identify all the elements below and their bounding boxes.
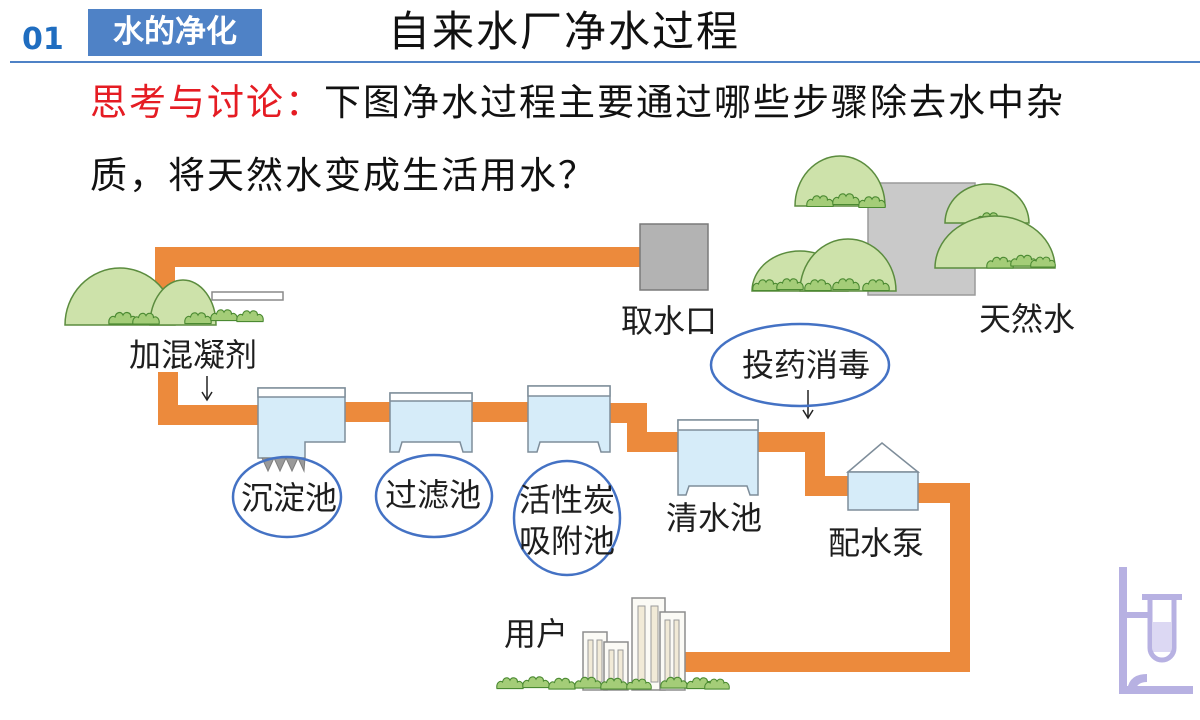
clear-water-tank [677, 419, 759, 496]
label-water-intake: 取水口 [621, 302, 717, 340]
section-badge: 水的净化 [88, 9, 262, 56]
hill [944, 183, 1030, 224]
building-window [673, 619, 680, 683]
label-sedimentation-tank: 沉淀池 [241, 479, 337, 517]
filter-tank [389, 392, 473, 453]
bush [548, 677, 576, 690]
lab-stand-foot [1127, 674, 1147, 694]
lab-stand-base [1119, 686, 1193, 694]
lab-stand-clamp [1127, 612, 1149, 618]
arrow-head [201, 391, 213, 402]
question-label: 思考与讨论： [90, 81, 324, 124]
label-filter-tank: 过滤池 [385, 476, 481, 514]
pump-house-roof [845, 442, 921, 473]
hill [794, 155, 886, 207]
test-tube-icon [1147, 598, 1177, 663]
building-window [637, 605, 646, 683]
label-natural-water: 天然水 [979, 300, 1075, 338]
bush [522, 676, 550, 689]
hill [934, 215, 1056, 269]
page-title: 自来水厂净水过程 [388, 7, 741, 56]
highlight-ellipse-sedimentation [231, 455, 343, 539]
question-line-2: 质，将天然水变成生活用水？ [90, 154, 597, 197]
tank-rim [389, 392, 473, 402]
label-coagulant: 加混凝剂 [129, 336, 257, 374]
activated-carbon-tank [527, 385, 611, 453]
label-activated-carbon-line-2: 吸附池 [519, 522, 615, 560]
building-window [650, 605, 659, 683]
bush [704, 678, 730, 690]
lab-stand-post [1119, 567, 1127, 694]
tank-rim [677, 419, 759, 431]
label-disinfection: 投药消毒 [742, 346, 870, 384]
tank-rim [257, 387, 346, 398]
label-clear-water-tank: 清水池 [666, 499, 762, 537]
pipe-carbon-to-clear-water [608, 403, 680, 452]
pipe-pump-to-users [684, 483, 970, 672]
coagulant-dosing-platform [211, 291, 284, 301]
label-users: 用户 [504, 615, 568, 653]
arrow-down-icon [802, 390, 814, 420]
label-activated-carbon-line-1: 活性炭 [519, 481, 615, 519]
bush [496, 677, 524, 690]
header-divider [10, 61, 1200, 63]
question-line-1: 思考与讨论：下图净水过程主要通过哪些步骤除去水中杂 [90, 81, 1065, 125]
section-number: 01 [22, 22, 64, 57]
highlight-ellipse-activated-carbon [512, 459, 622, 577]
pipe-clear-water-to-pump [756, 432, 850, 496]
building-window [596, 639, 603, 683]
sedimentation-tank [257, 387, 346, 459]
lab-stand-test-tube-icon [1119, 567, 1193, 694]
test-tube-rim [1142, 594, 1182, 600]
sediment-hopper [261, 456, 306, 473]
test-tube-liquid [1153, 622, 1171, 652]
water-intake-box [639, 223, 709, 291]
question-text-1: 下图净水过程主要通过哪些步骤除去水中杂 [324, 81, 1065, 124]
building-window [587, 639, 594, 683]
highlight-ellipse-filter [374, 453, 494, 539]
hill [799, 238, 897, 292]
pipe-coagulant-to-sedimentation [158, 372, 262, 425]
bush [236, 310, 264, 323]
arrow-head [802, 409, 814, 420]
tank-rim [527, 385, 611, 397]
arrow-down-icon [201, 376, 213, 402]
user-building [659, 611, 686, 691]
distribution-pump-housing [847, 471, 919, 511]
building-window [664, 619, 671, 683]
highlight-ellipse-disinfection [709, 322, 891, 408]
label-distribution-pump: 配水泵 [828, 524, 924, 562]
